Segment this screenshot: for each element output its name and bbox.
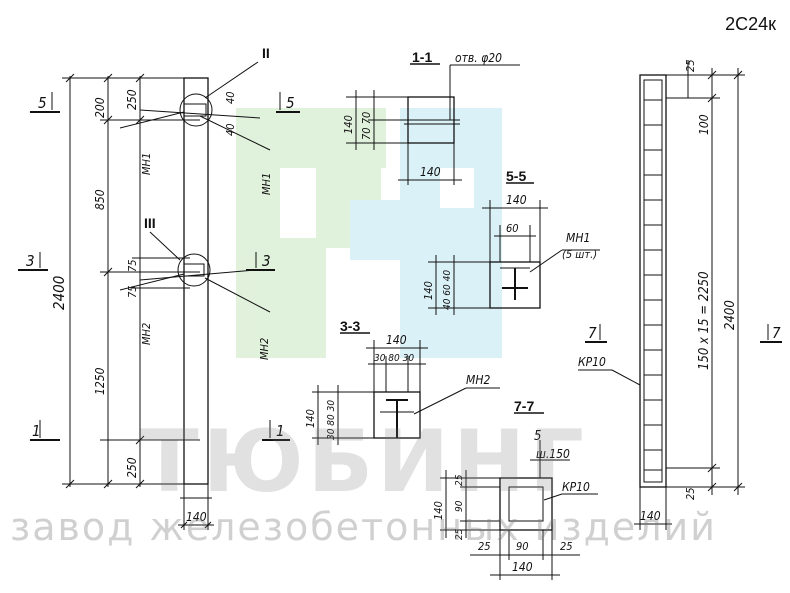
dim-200: 200 <box>93 97 107 118</box>
mn2-leader-left: МН2 <box>140 323 153 345</box>
cut-mark-1-left: 1 <box>32 422 41 440</box>
dim-850: 850 <box>93 189 107 210</box>
cage-dim-width: 140 <box>640 509 661 523</box>
detail-ii-label: II <box>262 45 270 61</box>
watermark-tagline: завод железобетонных изделий <box>10 505 717 549</box>
cut-mark-7-left: 7 <box>588 324 597 342</box>
cage-dim-100: 100 <box>697 114 711 135</box>
s33-dim-width: 140 <box>386 333 407 347</box>
s77-dim-25-bottom: 25 <box>454 528 465 540</box>
mn2-leader-right: МН2 <box>258 338 271 360</box>
s55-dim-140: 140 <box>422 281 435 300</box>
section-1-1-title: 1-1 <box>412 49 432 65</box>
section-7-7-title: 7-7 <box>514 398 534 414</box>
s11-dim-70-70: 70 70 <box>360 112 373 140</box>
dim-40-top: 40 <box>224 91 237 104</box>
section-3-3-title: 3-3 <box>340 318 360 334</box>
s11-dim-140: 140 <box>342 115 355 134</box>
s33-dim-140: 140 <box>304 409 317 428</box>
s55-dim-width: 140 <box>506 193 527 207</box>
cut-mark-5-left: 5 <box>38 94 47 112</box>
cage-dim-25-bottom: 25 <box>684 487 697 500</box>
cut-mark-1-right: 1 <box>276 422 285 440</box>
s33-dim-30-80-30: 30 80 30 <box>374 353 414 364</box>
dim-total-height: 2400 <box>50 276 68 310</box>
watermark-brand: ТЮБИНГ <box>140 412 588 512</box>
section-5-5-title: 5-5 <box>506 168 526 184</box>
drawing-code: 2С24к <box>725 14 776 34</box>
cage-dim-2400: 2400 <box>723 300 738 330</box>
s77-dim-25-left: 25 <box>478 540 491 553</box>
cage-dim-150x15: 150 x 15 = 2250 <box>697 271 712 370</box>
hole-label: отв. φ20 <box>455 51 502 65</box>
s77-dim-25-right: 25 <box>560 540 573 553</box>
s33-dim-30-80-30-vert: 30 80 30 <box>326 400 337 440</box>
s55-dim-40-60-40: 40 60 40 <box>442 270 453 310</box>
mn1-label: МН1 <box>566 231 590 245</box>
kr10-label-section: КР10 <box>562 480 590 494</box>
dim-75-upper: 75 <box>126 259 139 272</box>
cut-mark-3-right: 3 <box>262 252 271 270</box>
s77-dim-5: 5 <box>534 429 541 444</box>
s55-dim-60: 60 <box>506 222 519 235</box>
s77-dim-25-top: 25 <box>454 474 465 486</box>
mn1-leader-right: МН1 <box>260 173 273 195</box>
s77-dim-width: 140 <box>512 560 533 574</box>
dim-beam-width: 140 <box>186 510 207 524</box>
logo-graphic <box>236 108 502 358</box>
s77-dim-90: 90 <box>516 540 529 553</box>
dim-250-top: 250 <box>125 89 139 110</box>
mn2-label: МН2 <box>466 373 490 387</box>
s77-dim-90-vert: 90 <box>454 500 465 512</box>
stirrup-step: ш.150 <box>536 447 570 461</box>
cage-dim-25-top: 25 <box>684 59 697 72</box>
cut-mark-7-right: 7 <box>772 324 781 342</box>
s11-dim-width: 140 <box>420 165 441 179</box>
mn1-quantity: (5 шт.) <box>562 248 597 261</box>
kr10-label-cage: КР10 <box>578 355 606 369</box>
cut-mark-3-left: 3 <box>26 252 35 270</box>
dim-75-lower: 75 <box>126 285 139 298</box>
mn1-leader-left: МН1 <box>140 153 153 175</box>
dim-40-mid: 40 <box>224 123 237 136</box>
cut-mark-5-right: 5 <box>286 94 295 112</box>
s77-dim-140-vert: 140 <box>432 501 445 520</box>
detail-iii-label: III <box>144 215 156 231</box>
dim-250-bottom: 250 <box>125 457 139 478</box>
dim-1250: 1250 <box>93 367 107 395</box>
